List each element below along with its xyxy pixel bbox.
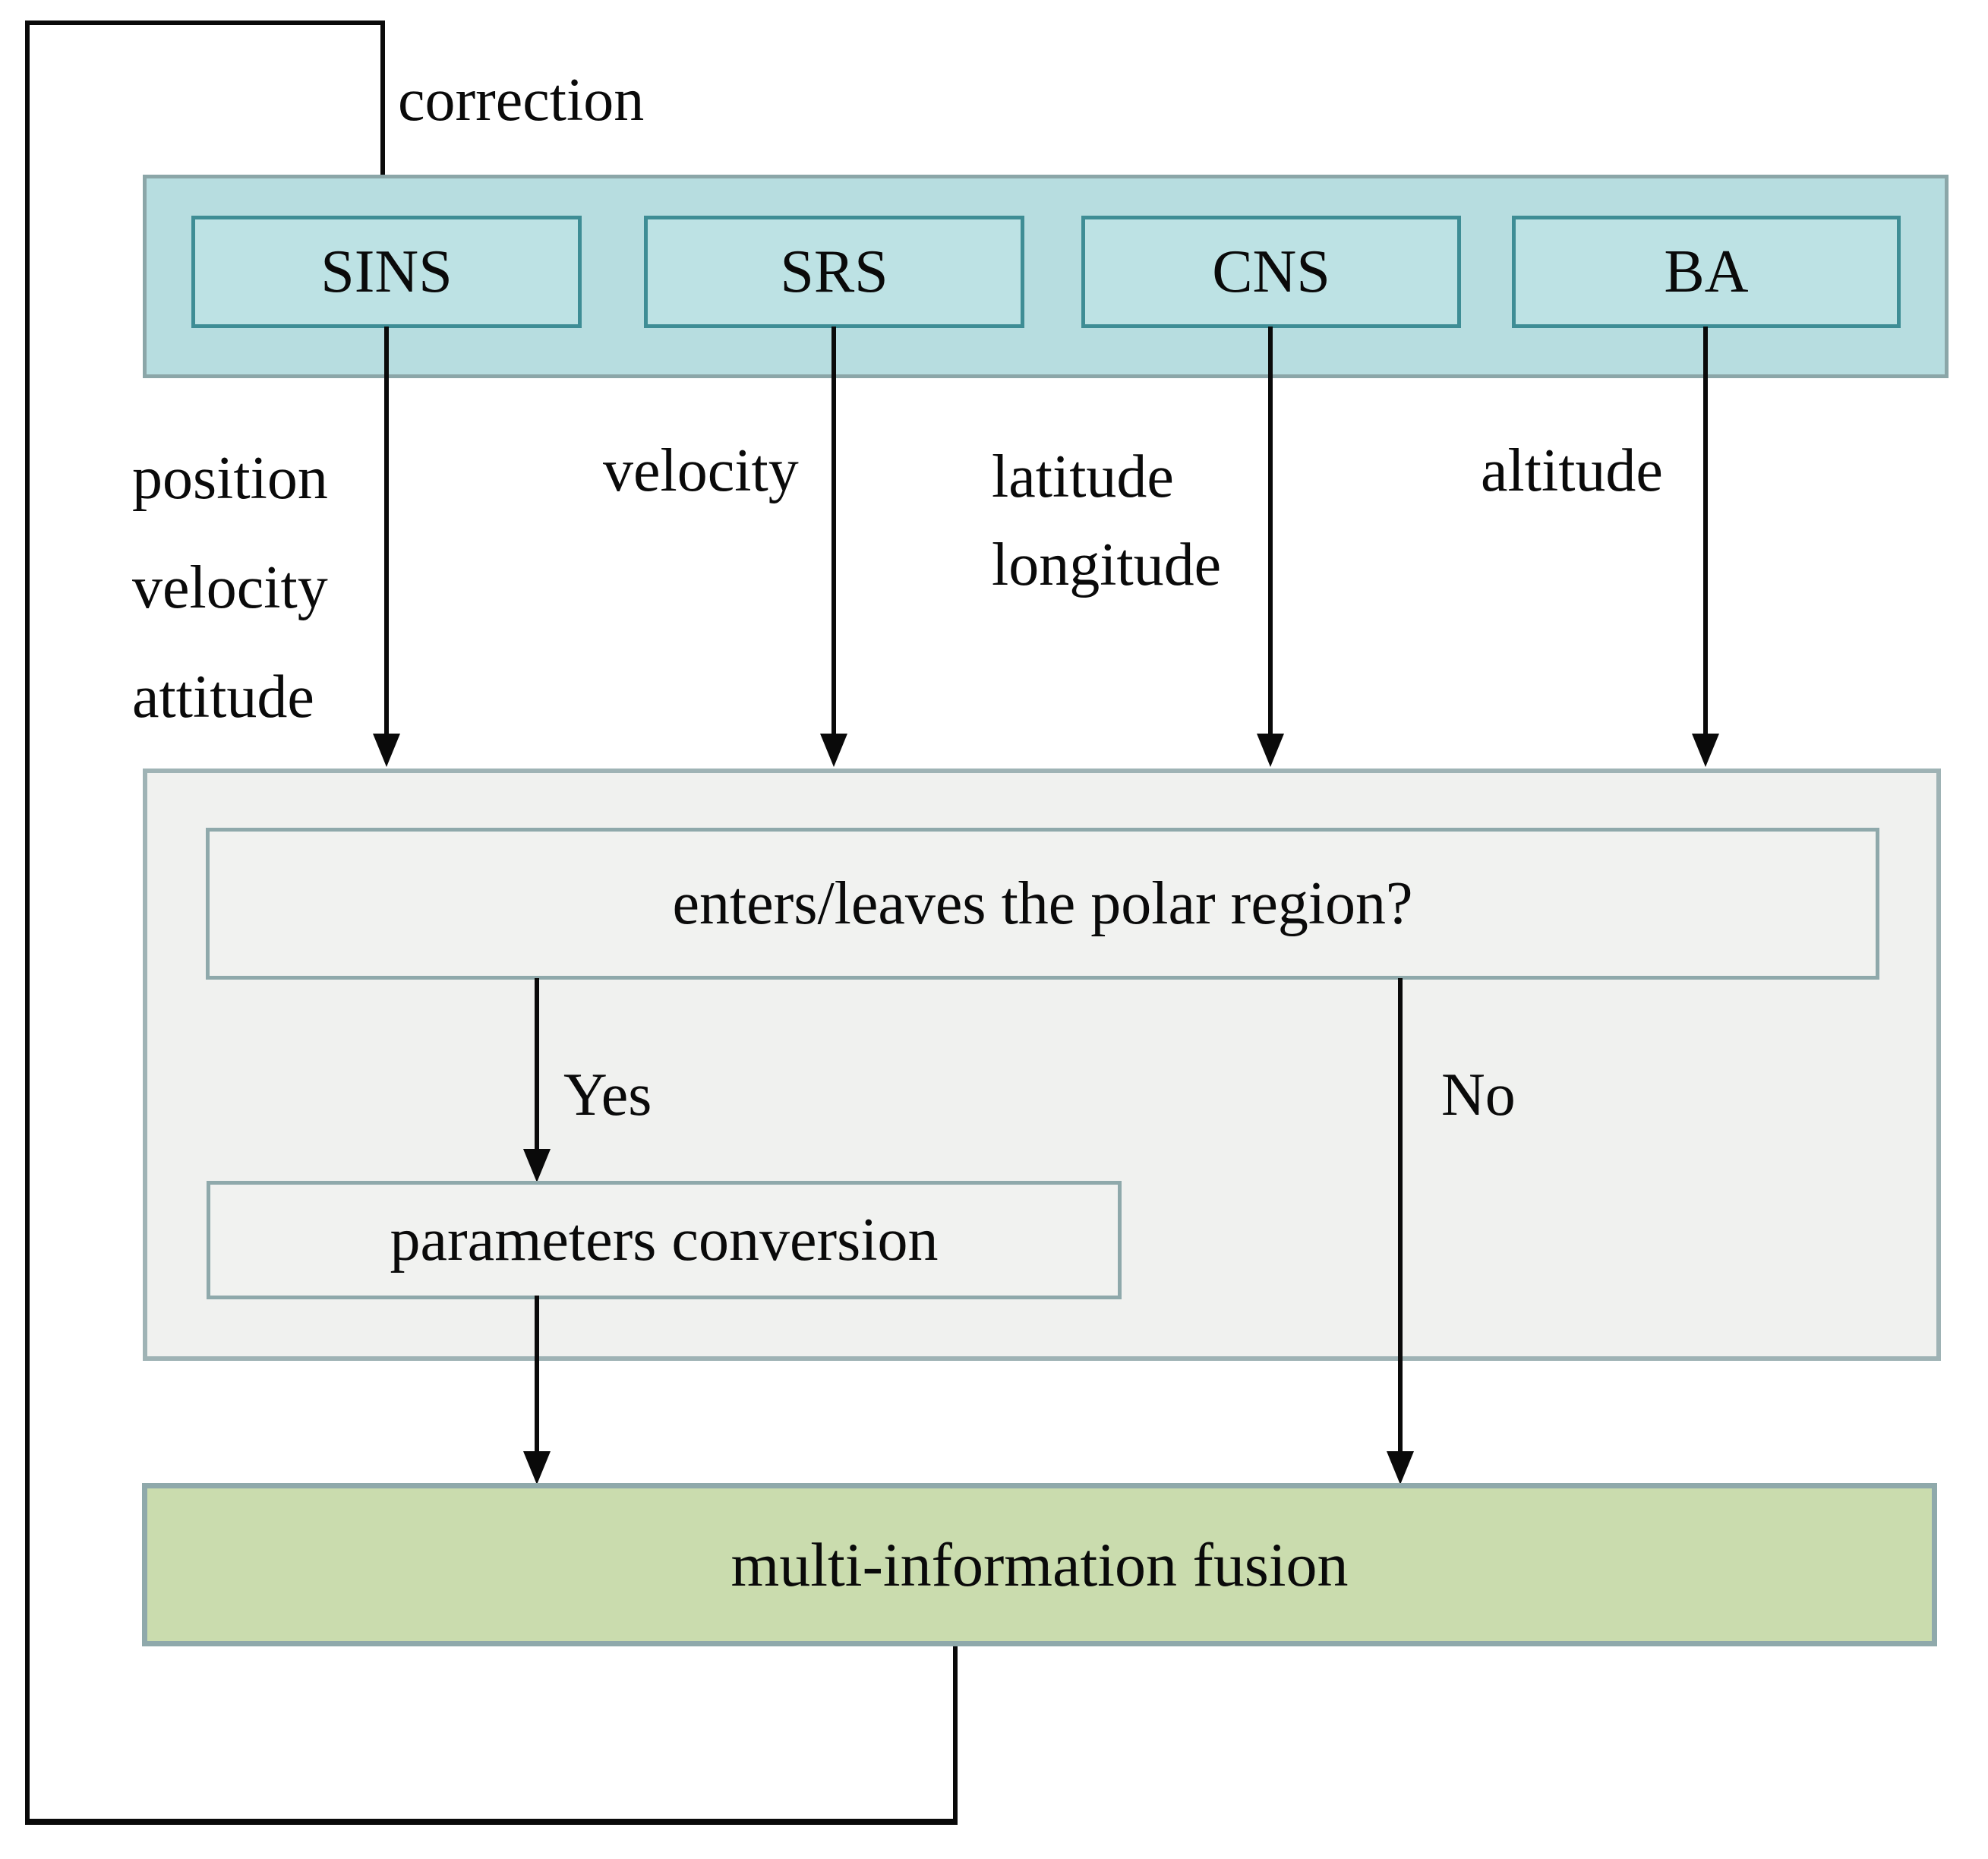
feedback-line-bottom	[25, 1819, 958, 1825]
parameters-conversion-box: parameters conversion	[207, 1181, 1122, 1299]
no-label: No	[1441, 1062, 1516, 1128]
arrow-cns-output-head	[1257, 734, 1284, 767]
conversion-to-fusion-line	[535, 1296, 539, 1452]
cns-output-labels: latitude longitude	[992, 433, 1221, 609]
sensor-box-srs: SRS	[644, 216, 1024, 328]
sensor-label-srs: SRS	[780, 238, 888, 305]
cns-output-latitude: latitude	[992, 443, 1174, 510]
yes-arrowhead	[523, 1149, 551, 1182]
fusion-label: multi-information fusion	[731, 1529, 1349, 1599]
srs-output-velocity: velocity	[603, 437, 799, 504]
sensor-box-ba: BA	[1512, 216, 1901, 328]
sensor-box-sins: SINS	[191, 216, 582, 328]
feedback-line-top	[25, 21, 385, 25]
cns-output-longitude: longitude	[992, 532, 1222, 598]
arrow-cns-output-line	[1268, 327, 1273, 735]
sensor-box-cns: CNS	[1081, 216, 1461, 328]
question-label: enters/leaves the polar region?	[672, 870, 1413, 937]
ba-output-altitude: altitude	[1481, 437, 1663, 504]
conversion-to-fusion-head	[523, 1451, 551, 1485]
fusion-box: multi-information fusion	[142, 1483, 1937, 1646]
no-arrow-line	[1398, 978, 1403, 1452]
arrow-sins-output-line	[384, 327, 389, 735]
correction-label: correction	[398, 67, 645, 134]
no-arrowhead	[1387, 1451, 1414, 1485]
feedback-line-left	[25, 21, 30, 1825]
arrow-ba-output-head	[1692, 734, 1719, 767]
parameters-conversion-label: parameters conversion	[390, 1206, 939, 1274]
yes-arrow-line	[535, 978, 539, 1150]
arrow-sins-output-head	[373, 734, 400, 767]
sins-output-position: position	[132, 445, 328, 512]
arrow-srs-output-head	[820, 734, 847, 767]
yes-label: Yes	[563, 1062, 652, 1128]
sins-output-attitude: attitude	[132, 664, 314, 731]
feedback-line-fusion-down	[953, 1645, 958, 1824]
sensor-label-ba: BA	[1664, 238, 1749, 305]
correction-arrow-line	[380, 21, 385, 190]
question-box: enters/leaves the polar region?	[206, 828, 1879, 980]
sins-output-labels: position velocity attitude	[132, 424, 328, 752]
arrow-ba-output-line	[1703, 327, 1708, 735]
sins-output-velocity: velocity	[132, 554, 328, 621]
sensor-label-cns: CNS	[1212, 238, 1330, 305]
arrow-srs-output-line	[831, 327, 836, 735]
sensor-label-sins: SINS	[320, 238, 453, 305]
